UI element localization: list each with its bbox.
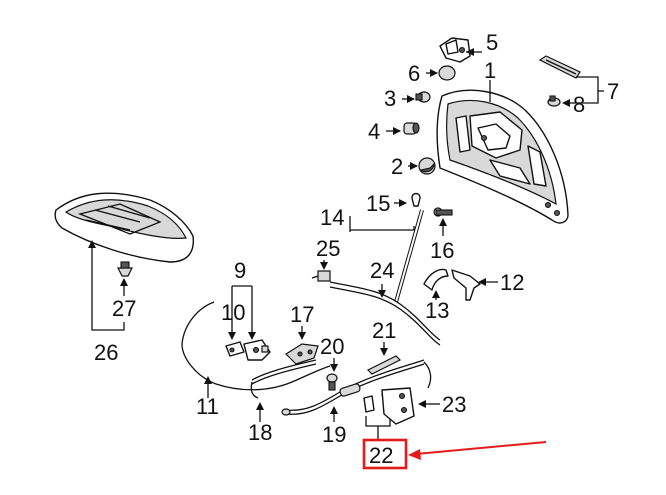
label-15: 15: [366, 191, 390, 216]
label-19: 19: [322, 422, 346, 447]
label-10: 10: [221, 300, 245, 325]
latch-plate-17: [285, 343, 319, 365]
label-9: 9: [234, 258, 246, 283]
label-17: 17: [290, 302, 314, 327]
bracket-21: [366, 355, 402, 375]
highlight-arrow: [408, 441, 547, 460]
seal-strip-7: [538, 55, 581, 79]
grommet-6: [438, 65, 456, 81]
ball-stud-16: [433, 207, 453, 217]
clip-8: [547, 95, 561, 107]
label-14: 14: [320, 205, 344, 230]
bracket-13: [423, 268, 449, 291]
label-27: 27: [112, 296, 136, 321]
cable-18: [250, 359, 317, 399]
label-18: 18: [248, 420, 272, 445]
latch-lever-12: [451, 269, 481, 301]
label-24: 24: [370, 258, 394, 283]
latch-9: [243, 339, 271, 361]
label-5: 5: [486, 30, 498, 55]
hood-hinge: [439, 37, 471, 63]
release-cable-24: [329, 281, 441, 346]
highlight-box-22: [362, 438, 408, 470]
label-3: 3: [384, 86, 396, 111]
bumper-3: [415, 91, 431, 103]
label-11: 11: [196, 394, 219, 419]
release-cable-19: [281, 359, 432, 416]
cap-2: [418, 157, 436, 175]
label-1: 1: [484, 58, 496, 83]
clip-15: [411, 192, 421, 207]
label-26: 26: [94, 340, 118, 365]
label-16: 16: [430, 238, 454, 263]
prop-rod-14: [394, 209, 424, 303]
hood-insulator: [54, 192, 195, 263]
label-21: 21: [372, 318, 396, 343]
clip-25: [311, 270, 331, 282]
buffer-4: [403, 122, 420, 135]
label-25: 25: [316, 236, 340, 261]
label-23: 23: [442, 392, 466, 417]
hood-panel: [436, 89, 569, 224]
label-2: 2: [391, 154, 403, 179]
label-12: 12: [500, 270, 524, 295]
bracket-23: [381, 387, 415, 425]
label-13: 13: [425, 298, 449, 323]
insulator-clip-27: [117, 261, 133, 277]
weatherstrip-11: [181, 301, 331, 391]
label-22: 22: [369, 443, 393, 468]
label-8: 8: [573, 92, 585, 117]
label-4: 4: [368, 119, 380, 144]
label-20: 20: [320, 334, 344, 359]
label-7: 7: [607, 79, 619, 104]
label-6: 6: [408, 61, 420, 86]
pin-20: [326, 373, 338, 391]
latch-10: [225, 341, 245, 357]
